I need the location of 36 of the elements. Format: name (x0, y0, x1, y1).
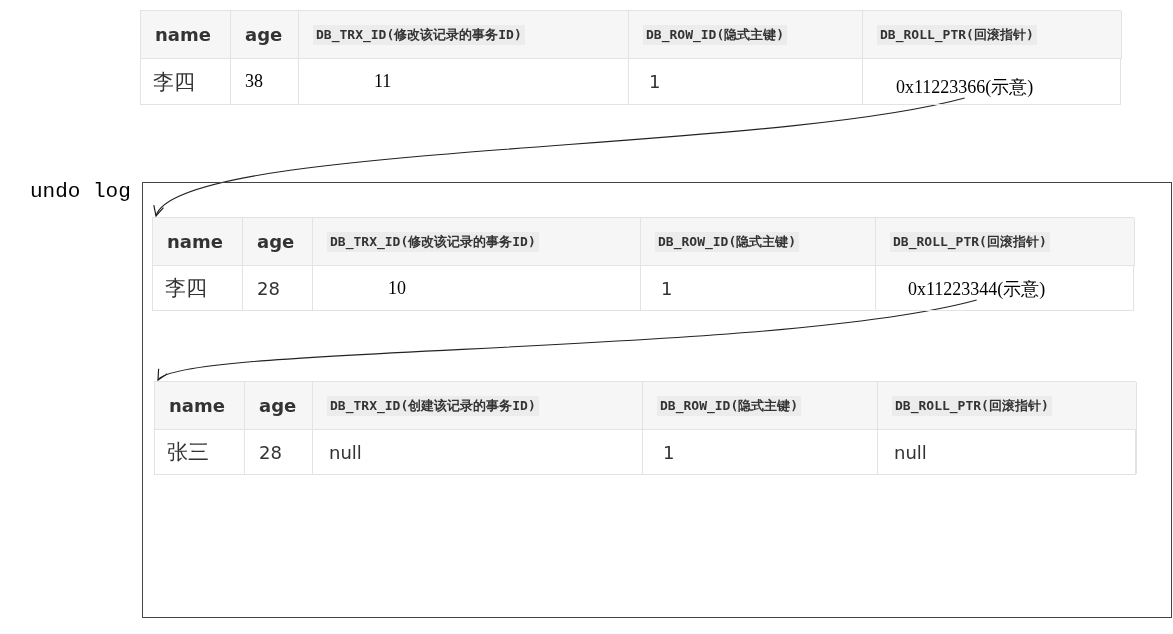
table-value: 10 (313, 266, 641, 310)
column-header: DB_TRX_ID(修改该记录的事务ID) (313, 218, 641, 266)
column-header: name (141, 11, 231, 59)
column-header: DB_ROLL_PTR(回滚指针) (863, 11, 1122, 59)
column-header: DB_ROW_ID(隐式主键) (629, 11, 863, 59)
table-value: 38 (231, 59, 299, 104)
table-value: null (313, 430, 643, 474)
table-value: 1 (643, 430, 878, 474)
data-table (140, 10, 1121, 105)
table-value: 李四 (153, 266, 243, 310)
data-table (152, 217, 1134, 311)
column-header: DB_ROLL_PTR(回滚指针) (878, 382, 1137, 430)
table-value: 张三 (155, 430, 245, 474)
column-header: DB_ROW_ID(隐式主键) (643, 382, 878, 430)
column-header: DB_ROW_ID(隐式主键) (641, 218, 876, 266)
frame-title: undo log (30, 180, 131, 203)
column-header: DB_TRX_ID(创建该记录的事务ID) (313, 382, 643, 430)
table-value: 11 (299, 59, 629, 104)
table-value: null (878, 430, 1137, 474)
column-header: DB_TRX_ID(修改该记录的事务ID) (299, 11, 629, 59)
column-header: name (153, 218, 243, 266)
table-value: 28 (243, 266, 313, 310)
data-table (154, 381, 1136, 475)
pointer-value: 0x11223366(示意) (896, 76, 1034, 98)
curved-arrow (157, 299, 978, 381)
column-header: DB_ROLL_PTR(回滚指针) (876, 218, 1135, 266)
table-value: 1 (641, 266, 876, 310)
column-header: age (231, 11, 299, 59)
curved-arrow (155, 97, 966, 217)
table-value: 李四 (141, 59, 231, 104)
column-header: age (243, 218, 313, 266)
table-value: 1 (629, 59, 863, 104)
column-header: age (245, 382, 313, 430)
pointer-value: 0x11223344(示意) (908, 278, 1046, 300)
table-value: 28 (245, 430, 313, 474)
column-header: name (155, 382, 245, 430)
